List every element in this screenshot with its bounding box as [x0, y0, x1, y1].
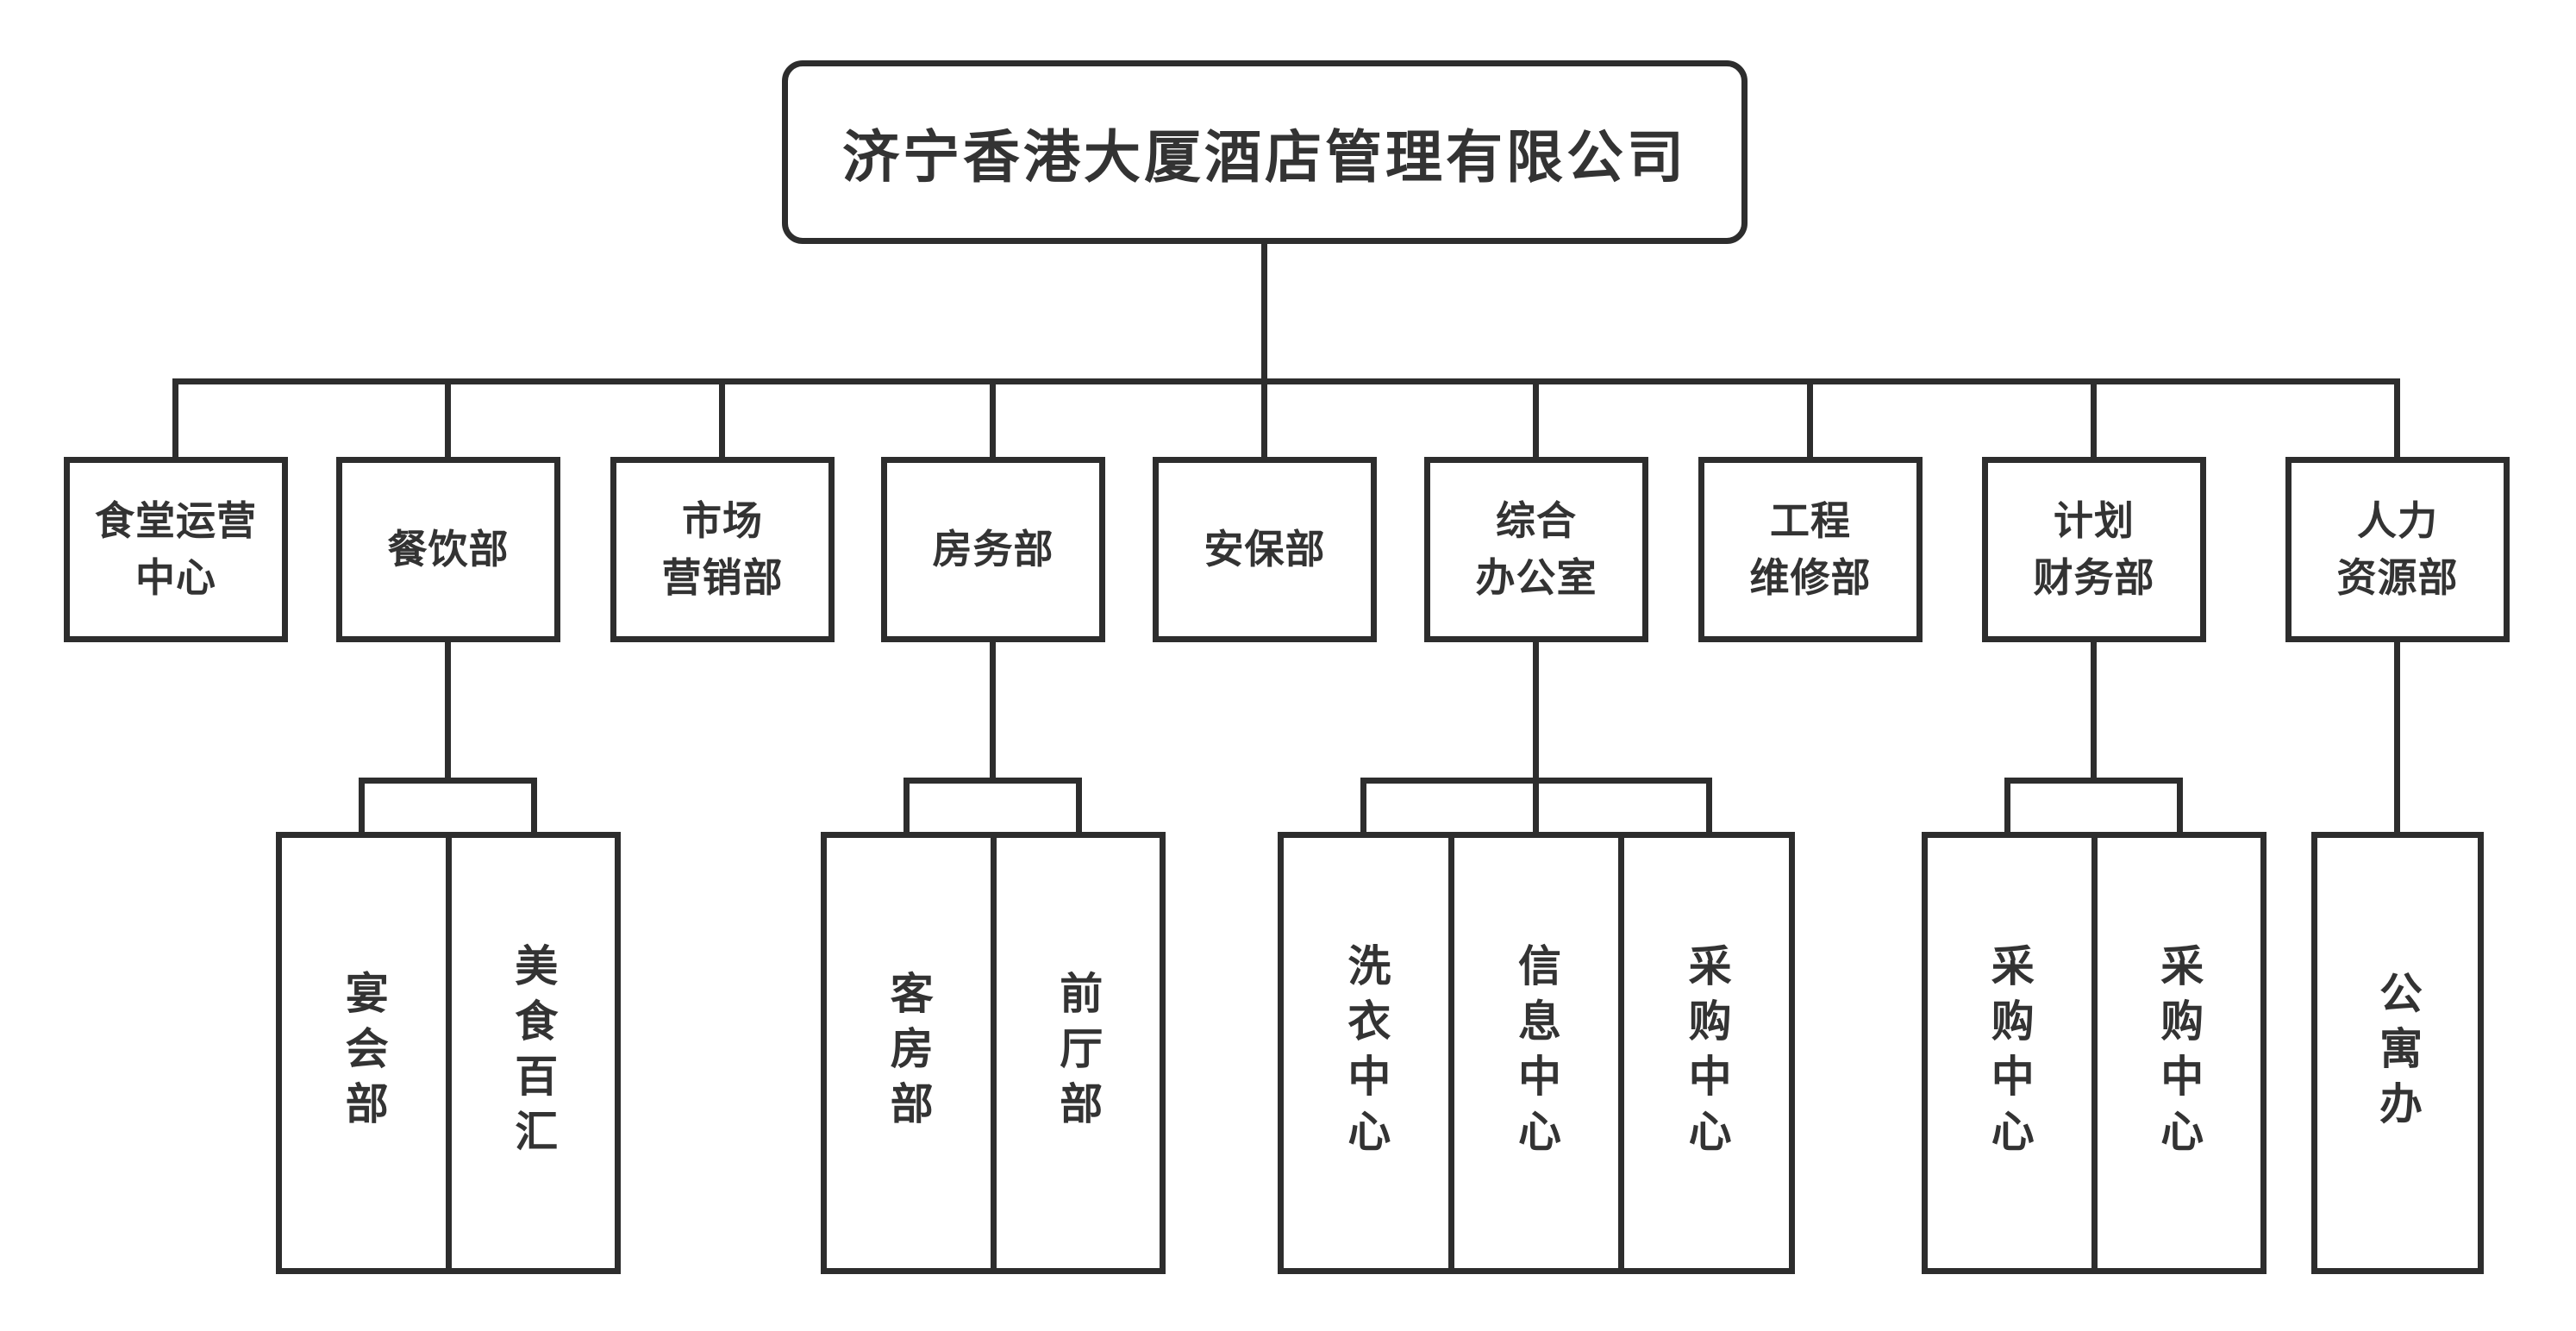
dept-box-human-resources: 人力 资源部	[2285, 457, 2510, 642]
subdept-banquet-dept: 宴会部	[282, 838, 446, 1268]
connector-drop-canteen	[172, 381, 178, 460]
connector-stem-housekeeping	[990, 638, 996, 783]
subdept-group-human-resources: 公寓办	[2311, 832, 2484, 1274]
dept-box-security: 安保部	[1153, 457, 1377, 642]
connector-drop-finance	[2091, 381, 2097, 460]
dept-box-housekeeping: 房务部	[881, 457, 1105, 642]
dept-label: 人力 资源部	[2336, 498, 2459, 600]
dept-label: 工程 维修部	[1749, 498, 1872, 600]
connector-drop-housekeeping	[990, 381, 996, 460]
company-box: 济宁香港大厦酒店管理有限公司	[782, 60, 1748, 244]
subdept-label: 信息中心	[1512, 942, 1560, 1164]
connector-bracket-catering	[359, 778, 537, 832]
connector-drop-marketing	[719, 381, 725, 460]
connector-bracket-finance	[2004, 778, 2183, 832]
dept-label: 房务部	[932, 526, 1054, 572]
connector-drop-catering	[445, 381, 451, 460]
subdept-group-catering: 宴会部 美食百汇	[276, 832, 621, 1274]
subdept-information-center: 信息中心	[1447, 838, 1619, 1268]
dept-box-engineering-maintenance: 工程 维修部	[1698, 457, 1923, 642]
connector-bracket-general-office	[1360, 778, 1712, 832]
subdept-label: 客房部	[884, 970, 933, 1136]
connector-trunk	[172, 378, 2400, 384]
subdept-laundry-center: 洗衣中心	[1284, 838, 1448, 1268]
dept-box-planning-finance: 计划 财务部	[1982, 457, 2206, 642]
dept-label: 计划 财务部	[2033, 498, 2155, 600]
subdept-front-office-dept: 前厅部	[990, 838, 1160, 1268]
dept-label: 市场 营销部	[661, 498, 784, 600]
subdept-label: 前厅部	[1054, 970, 1103, 1136]
subdept-group-planning-finance: 采购中心 采购中心	[1922, 832, 2267, 1274]
subdept-apartment-office: 公寓办	[2317, 838, 2478, 1268]
subdept-procurement-center-1: 采购中心	[1928, 838, 2091, 1268]
dept-label: 综合 办公室	[1475, 498, 1597, 600]
dept-label: 食堂运营 中心	[95, 498, 257, 600]
subdept-group-general-office: 洗衣中心 信息中心 采购中心	[1278, 832, 1795, 1274]
dept-box-canteen-operations-center: 食堂运营 中心	[64, 457, 288, 642]
subdept-label: 采购中心	[2154, 942, 2204, 1164]
subdept-label: 采购中心	[1985, 942, 2034, 1164]
connector-bracket-housekeeping	[903, 778, 1082, 832]
connector-stem-general-office	[1533, 638, 1539, 836]
dept-label: 餐饮部	[387, 526, 510, 572]
subdept-group-housekeeping: 客房部 前厅部	[821, 832, 1166, 1274]
connector-stem-catering	[445, 638, 451, 783]
subdept-procurement-center: 采购中心	[1618, 838, 1789, 1268]
dept-box-marketing: 市场 营销部	[610, 457, 835, 642]
subdept-food-buffet: 美食百汇	[445, 838, 616, 1268]
subdept-label: 公寓办	[2373, 970, 2422, 1136]
company-name: 济宁香港大厦酒店管理有限公司	[842, 124, 1687, 189]
connector-drop-general-office	[1533, 381, 1539, 460]
connector-root-stem	[1261, 241, 1267, 459]
subdept-label: 洗衣中心	[1341, 942, 1391, 1164]
connector-stem-finance	[2091, 638, 2097, 783]
subdept-label: 美食百汇	[509, 942, 558, 1164]
subdept-label: 采购中心	[1682, 942, 1731, 1164]
subdept-guest-room-dept: 客房部	[827, 838, 991, 1268]
connector-drop-engineering	[1807, 381, 1813, 460]
subdept-procurement-center-2: 采购中心	[2091, 838, 2261, 1268]
dept-box-catering: 餐饮部	[336, 457, 560, 642]
connector-drop-hr	[2394, 381, 2400, 460]
dept-label: 安保部	[1204, 526, 1326, 572]
dept-box-general-office: 综合 办公室	[1424, 457, 1648, 642]
subdept-label: 宴会部	[339, 970, 388, 1136]
connector-stem-hr	[2394, 638, 2400, 836]
